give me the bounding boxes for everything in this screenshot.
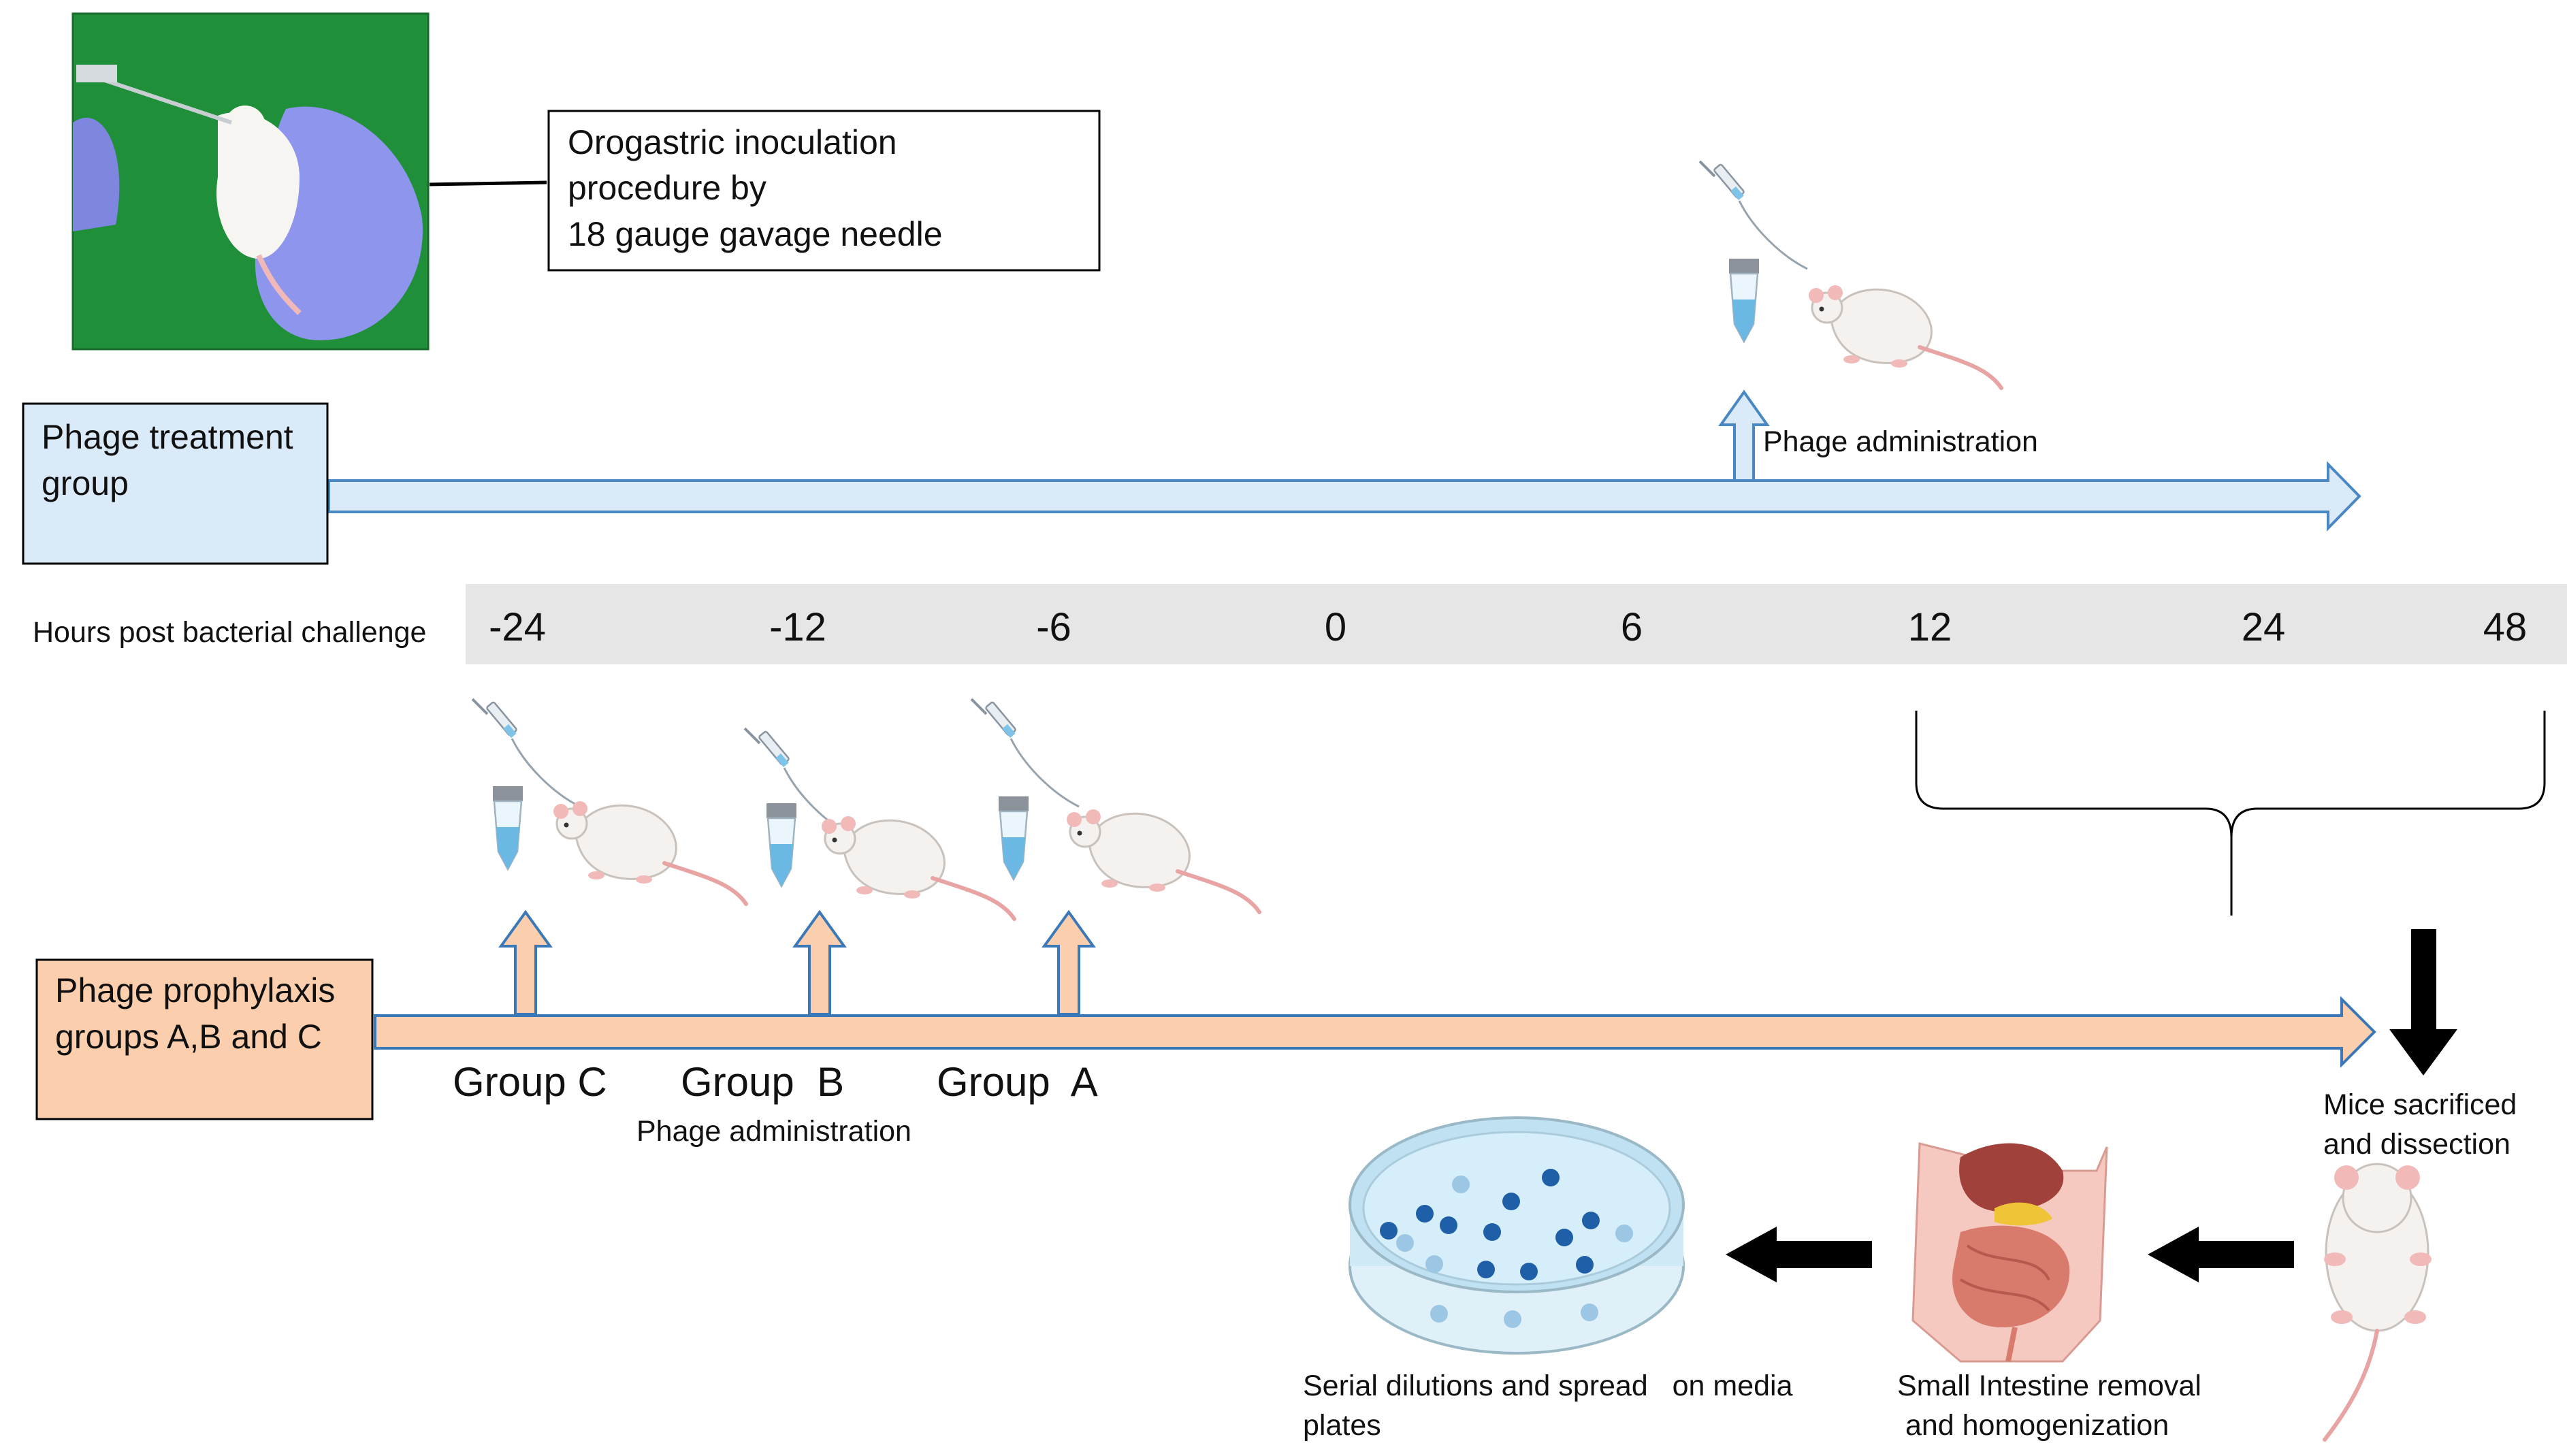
tick-label: 12 [1908, 605, 1952, 649]
group-c-illustration [471, 698, 746, 904]
tube-icon [997, 795, 1030, 881]
sampling-brace [1915, 711, 2546, 916]
tick-label: -12 [769, 605, 826, 649]
group-b-admin-arrow [792, 909, 847, 1016]
photo-caption-line2: procedure by [568, 169, 766, 207]
prophylaxis-label-line1: Phage prophylaxis [55, 971, 335, 1009]
group-b-label: Group B [681, 1059, 844, 1105]
tick-label: -6 [1036, 605, 1071, 649]
tube-icon [491, 785, 524, 871]
mouse-icon [553, 801, 746, 904]
mouse-icon [1809, 285, 2001, 388]
group-c-label: Group C [453, 1059, 607, 1105]
petri-dish-icon [1349, 1116, 1685, 1355]
tick-label: -24 [489, 605, 546, 649]
intestine-label-line2: and homogenization [1897, 1409, 2169, 1442]
syringe-icon [970, 698, 1080, 808]
timeline-ticks: -24 -12 -6 0 6 12 24 48 [489, 605, 2527, 649]
treatment-label-line2: group [42, 464, 129, 502]
group-c-admin-arrow [498, 909, 553, 1016]
gavage-photo [71, 12, 430, 351]
photo-caption-box: Orogastric inoculation procedure by 18 g… [547, 110, 1101, 272]
prophylaxis-group-box: Phage prophylaxis groups A,B and C [35, 958, 374, 1120]
tick-label: 6 [1621, 605, 1643, 649]
photo-connector-line [429, 180, 547, 187]
left-arrow-icon [2148, 1227, 2294, 1282]
treatment-timeline-arrow [327, 461, 2361, 532]
intestine-label-line1: Small Intestine removal [1897, 1370, 2201, 1402]
group-a-illustration [970, 698, 1259, 912]
plates-label-line2: plates [1303, 1409, 1381, 1442]
prophylaxis-label-line2: groups A,B and C [55, 1018, 322, 1056]
prophylaxis-admin-label: Phage administration [636, 1115, 911, 1148]
photo-caption-line3: 18 gauge gavage needle [568, 215, 943, 253]
tick-label: 48 [2483, 605, 2528, 649]
left-arrow-icon [1726, 1227, 1872, 1282]
tick-label: 24 [2242, 605, 2286, 649]
sacrifice-label-line2: and dissection [2323, 1128, 2511, 1161]
treatment-admin-label: Phage administration [1763, 425, 2038, 458]
group-a-admin-arrow [1042, 909, 1096, 1016]
treatment-label-line1: Phage treatment [42, 418, 293, 456]
syringe-icon [743, 727, 854, 837]
mouse-icon [1067, 809, 1259, 912]
group-b-illustration [743, 727, 1014, 919]
timeline-band [466, 584, 2567, 664]
sacrifice-label-line1: Mice sacrificed [2323, 1088, 2517, 1121]
treatment-admin-arrow [1718, 389, 1770, 483]
plates-label-line1: Serial dilutions and spread on media [1303, 1370, 1793, 1402]
syringe-icon [471, 698, 581, 808]
down-arrow-icon [2389, 929, 2457, 1075]
group-a-label: Group A [937, 1059, 1098, 1105]
treatment-illustration [1698, 160, 2001, 388]
treatment-group-box: Phage treatment group [22, 402, 329, 565]
photo-caption-line1: Orogastric inoculation [568, 123, 897, 161]
tick-label: 0 [1325, 605, 1346, 649]
bacterial-colonies [1380, 1169, 1633, 1328]
syringe-icon [1698, 160, 1809, 270]
tube-icon [765, 802, 798, 888]
timeline-label: Hours post bacterial challenge [33, 616, 426, 649]
prophylaxis-timeline-arrow [374, 996, 2376, 1068]
tube-icon [1728, 257, 1760, 343]
intestine-icon [1911, 1142, 2108, 1363]
mouse-icon [822, 816, 1014, 919]
dissected-mouse-illustration [2323, 1163, 2432, 1442]
